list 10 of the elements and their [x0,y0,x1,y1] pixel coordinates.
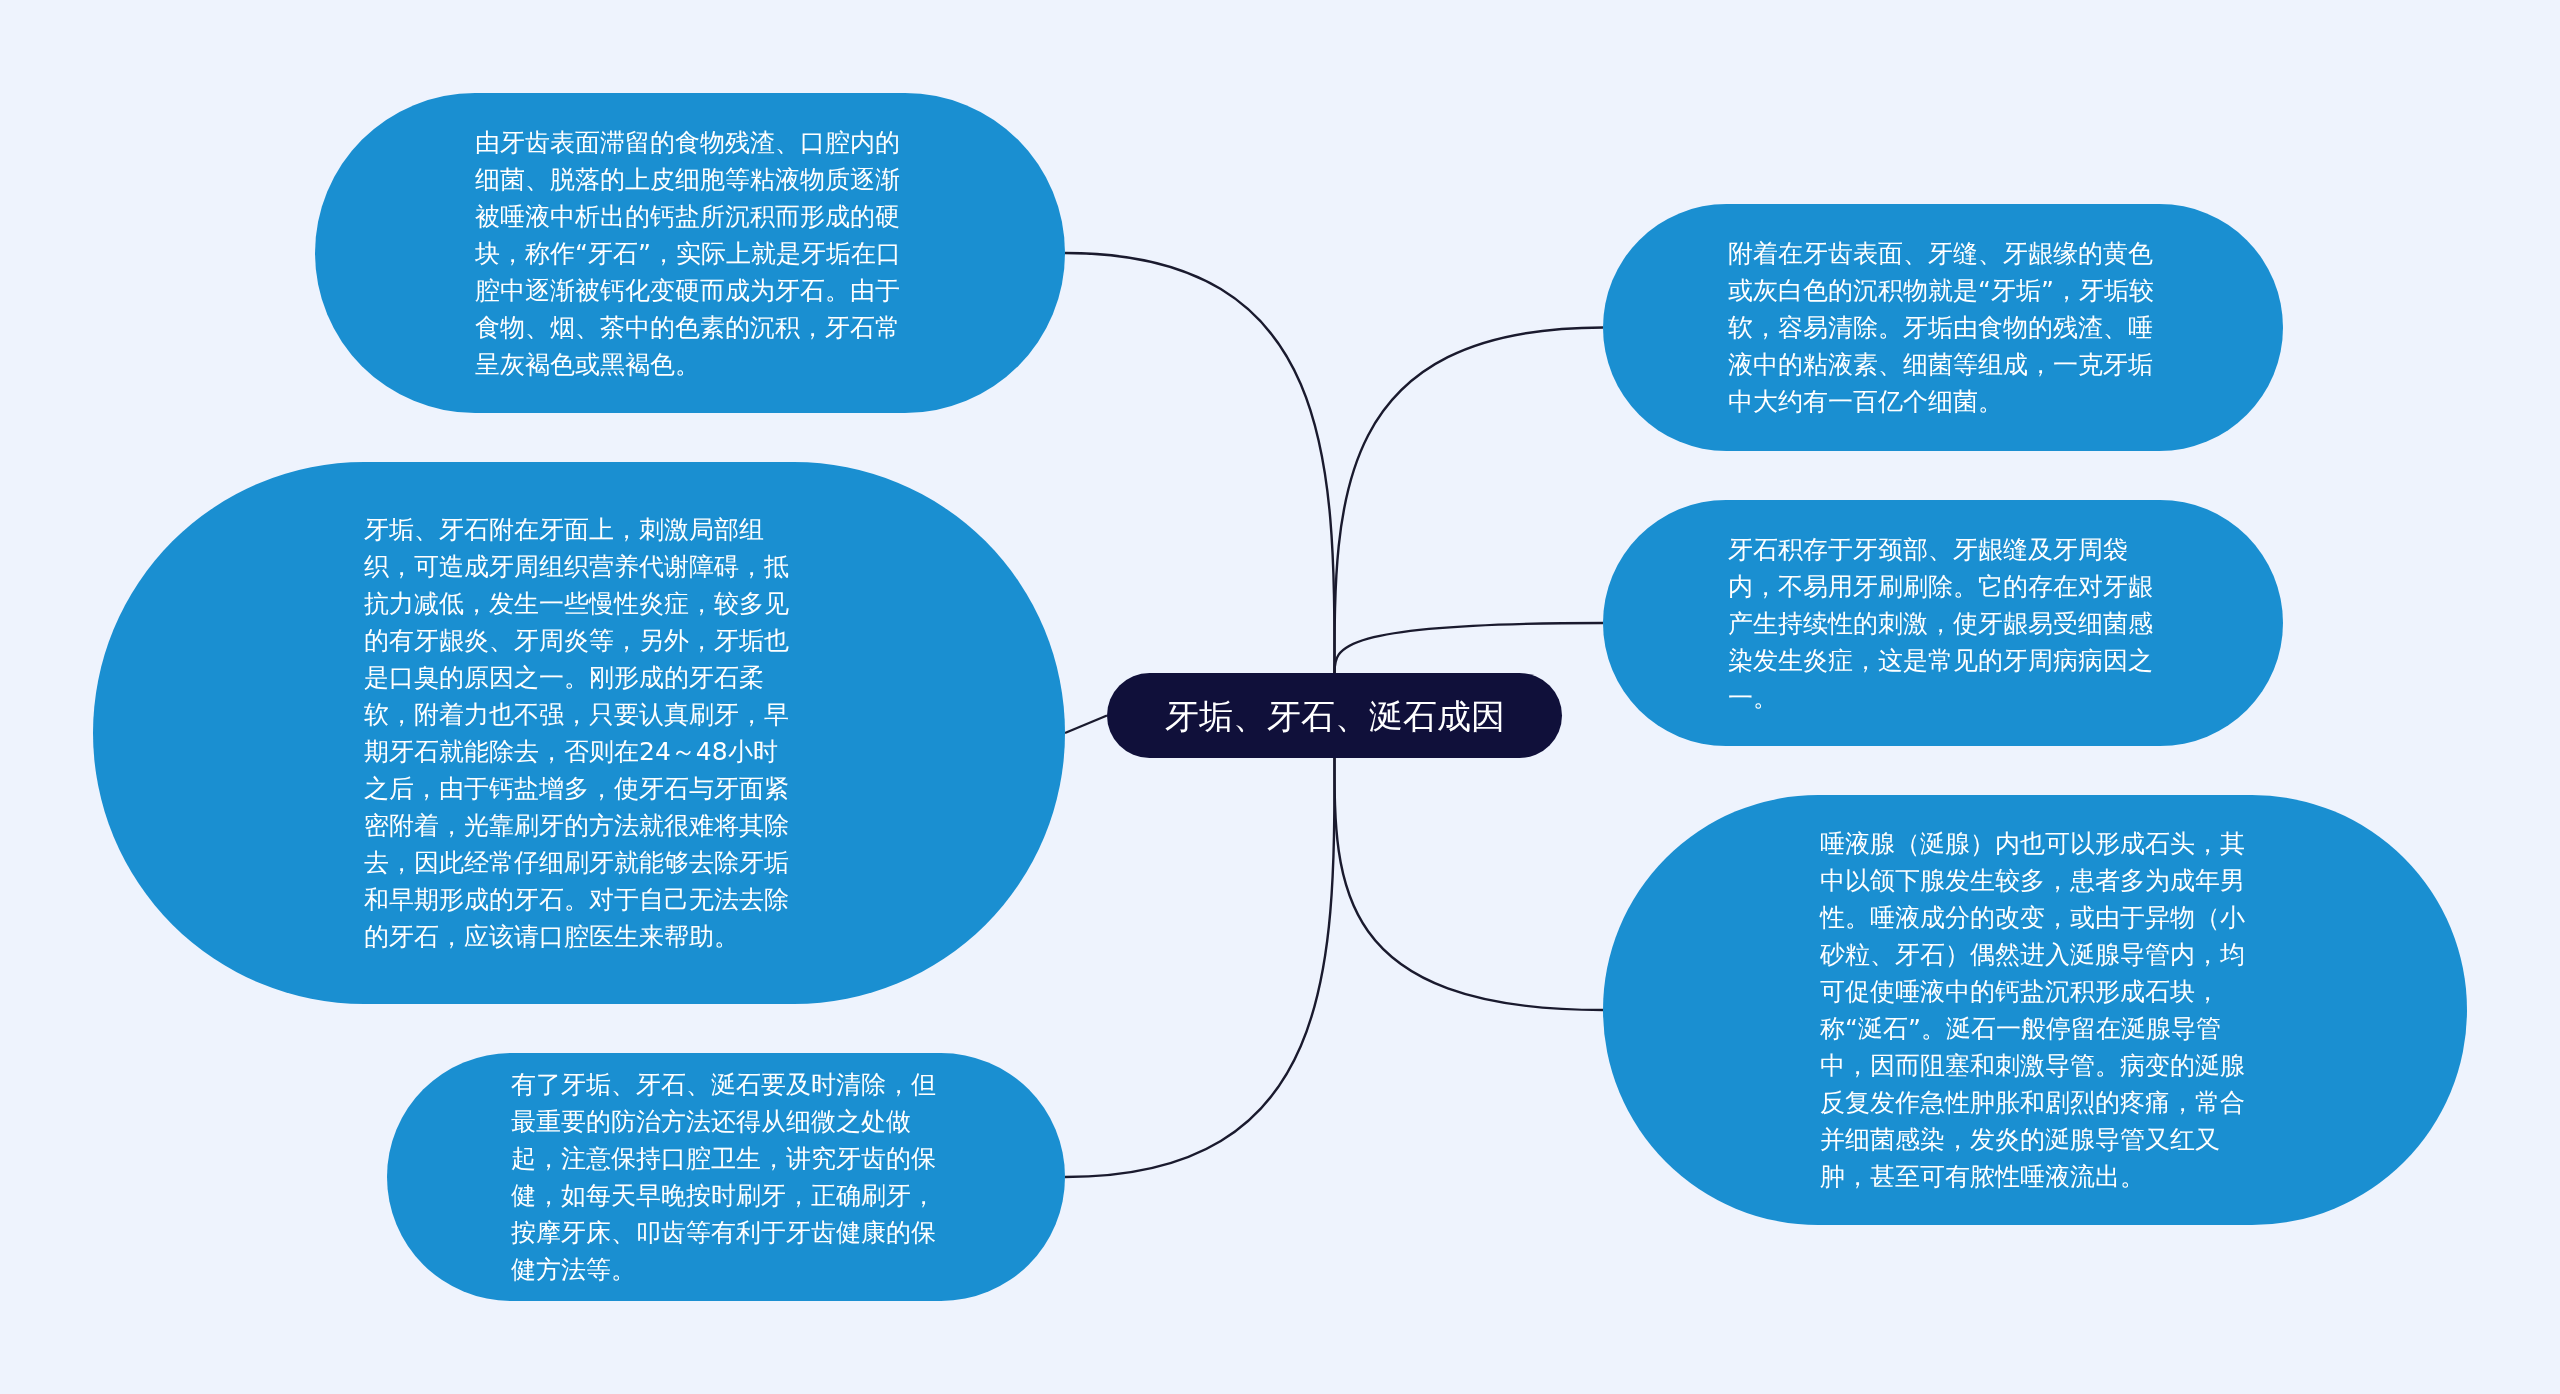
topic-text: 牙垢、牙石附在牙面上，刺激局部组织，可造成牙周组织营养代谢障碍，抵抗力减低，发生一些慢性炎症，较多见的有牙龈炎、牙周炎等，另外，牙垢也是口臭的原因之一。刚形成的牙石柔软，附着力也不强，只要认真刷牙，早期牙石就能除去，否则在24～48小时之后，由于钙盐增多，使牙石与牙面紧密附着，光靠刷牙的方法就很难将其除去，因此经常仔细刷牙就能够去除牙垢和早期形成的牙石。对于自己无法去除的牙石，应该请口腔医生来帮助。 [364,514,790,953]
topic-text: 由牙齿表面滞留的食物残渣、口腔内的细菌、脱落的上皮细胞等粘液物质逐渐被唾液中析出的钙盐所沉积而形成的硬块，称作“牙石”，实际上就是牙垢在口腔中逐渐被钙化变硬而成为牙石。由于食物、烟、茶中的色素的沉积，牙石常呈灰褐色或黑褐色。 [475,126,902,381]
connector-line [1333,621,1603,674]
topic-text: 有了牙垢、牙石、涎石要及时清除，但最重要的防治方法还得从细微之处做起，注意保持口腔卫生，讲究牙齿的保健，如每天早晚按时刷牙，正确刷牙，按摩牙床、叩齿等有利于牙齿健康的保健方法等。 [511,1069,937,1286]
topic-text: 牙石积存于牙颈部、牙龈缝及牙周袋内，不易用牙刷刷除。它的存在对牙龈产生持续性的刺激，使牙龈易受细菌感染发生炎症，这是常见的牙周病病因之一。 [1728,533,2154,714]
connector-line [1333,758,1604,1012]
topic-title: 牙垢、牙石、涎石成因 [1164,694,1505,738]
connector-line [1064,714,1108,735]
topic-text: 唾液腺（涎腺）内也可以形成石头，其中以颌下腺发生较多，患者多为成年男性。唾液成分的改变，或由于异物（小砂粒、牙石）偶然进入涎腺导管内，均可促使唾液中的钙盐沉积形成石块，称“涎石”。涎石一般停留在涎腺导管中，因而阻塞和刺激导管。病变的涎腺反复发作急性肿胀和剧烈的疼痛，常合并细菌感染，发炎的涎腺导管又红又肿，甚至可有脓性唾液流出。 [1820,828,2246,1193]
topic-text: 附着在牙齿表面、牙缝、牙龈缘的黄色或灰白色的沉积物就是“牙垢”，牙垢较软，容易清除。牙垢由食物的残渣、唾液中的粘液素、细菌等组成，一克牙垢中大约有一百亿个细菌。 [1728,238,2155,418]
